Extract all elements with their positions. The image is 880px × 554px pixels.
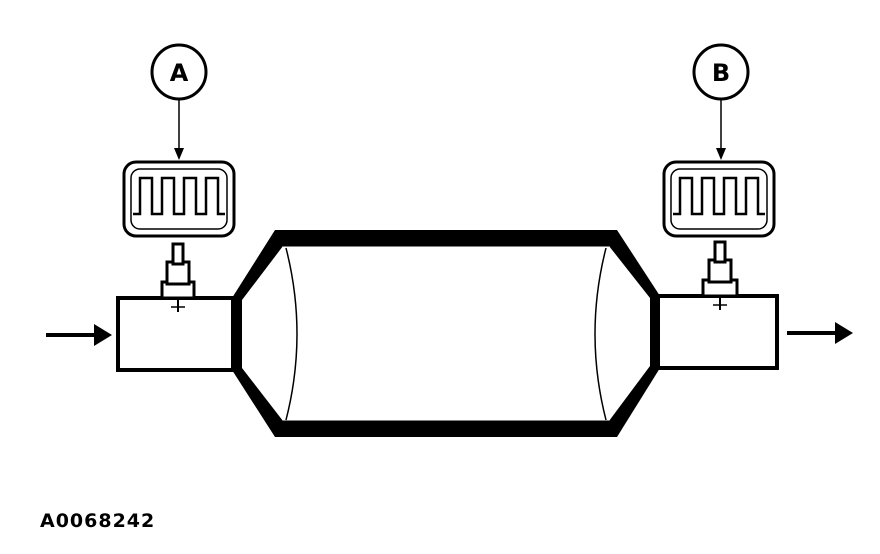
figure-code: A0068242 <box>40 510 155 532</box>
callout-a-leader <box>174 98 184 160</box>
rear-cone-edge <box>594 247 607 421</box>
front-cone-edge <box>285 247 298 421</box>
upstream-waveform-icon <box>122 160 236 238</box>
callout-a: A <box>150 43 208 101</box>
outlet-flow-arrow <box>787 322 853 344</box>
downstream-oxygen-sensor <box>701 240 739 310</box>
inlet-flow-arrow <box>46 324 112 346</box>
outlet-pipe <box>653 294 779 370</box>
downstream-waveform-icon <box>662 160 776 238</box>
catalytic-converter-body <box>232 230 660 437</box>
callout-b-label: B <box>712 59 730 87</box>
upstream-oxygen-sensor <box>160 242 196 312</box>
inlet-pipe <box>116 296 235 372</box>
callout-b: B <box>692 43 750 101</box>
callout-a-label: A <box>170 59 189 87</box>
callout-b-leader <box>716 98 726 160</box>
